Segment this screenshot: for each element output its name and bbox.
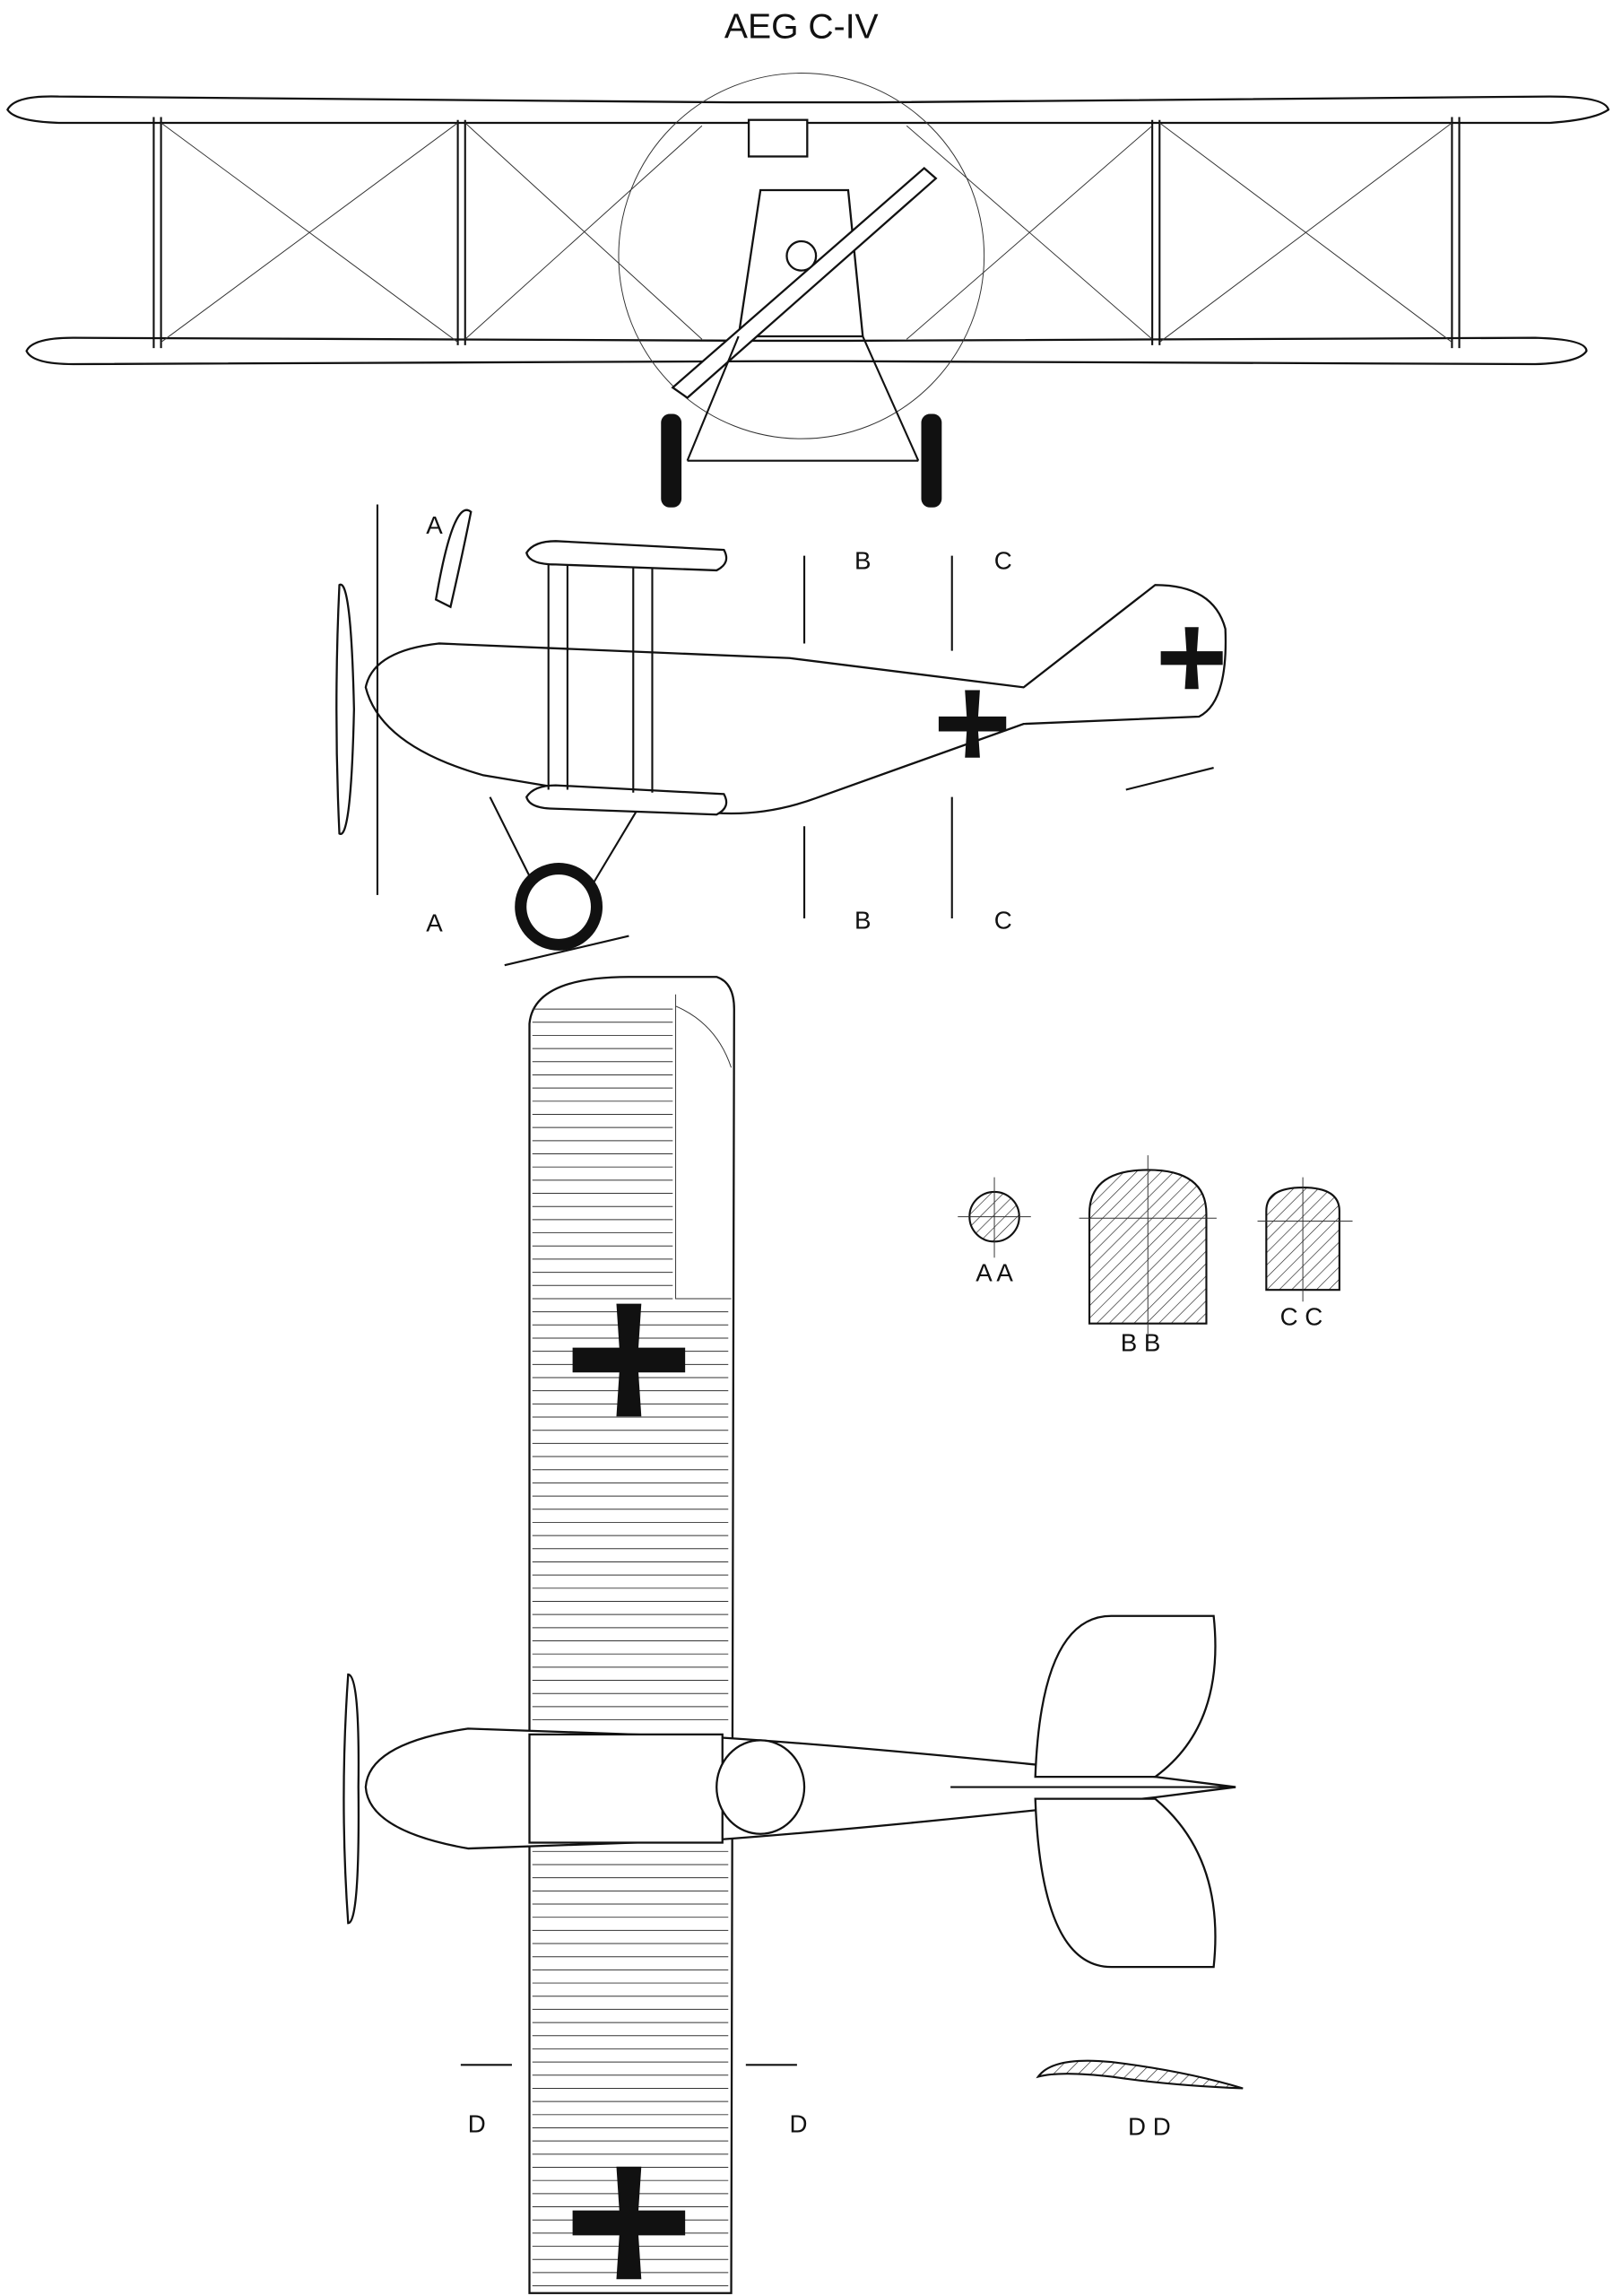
propeller-blade [434, 509, 473, 609]
section-bb-label: B B [1121, 1329, 1161, 1357]
upper-wing-side [525, 540, 728, 572]
side-view: A A B B C C [335, 504, 1227, 967]
drawing-title: AEG C-IV [724, 7, 879, 46]
section-dd-label: D D [1128, 2113, 1171, 2141]
upper-wing-front [6, 95, 1610, 125]
section-label-b-bottom: B [854, 906, 871, 934]
front-view [6, 73, 1610, 508]
lower-wing-side [525, 784, 728, 816]
section-label-a-top: A [426, 511, 443, 539]
tailplane-right [1034, 1797, 1217, 1969]
wheel-right [921, 413, 942, 508]
wheel-left [661, 413, 682, 508]
propeller-side [335, 583, 355, 835]
cross-sections: A A B B C C D D [958, 1155, 1353, 2141]
top-view: D D [343, 976, 1236, 2294]
propeller-disc [618, 73, 985, 439]
upper-wing-top [528, 976, 735, 2294]
section-label-a-bottom: A [426, 909, 443, 937]
section-label-b-top: B [854, 546, 871, 574]
tailplane-left [1034, 1614, 1217, 1779]
section-dd-airfoil [1036, 2059, 1244, 2090]
fuselage-side [364, 584, 1227, 815]
section-aa-label: A A [976, 1258, 1013, 1286]
cockpit [715, 1739, 806, 1835]
section-cc-label: C C [1280, 1302, 1323, 1330]
propeller-front [671, 167, 938, 399]
radiator [747, 118, 809, 158]
section-label-c-top: C [994, 546, 1012, 574]
section-label-d-right: D [790, 2109, 808, 2137]
lower-wing-front [25, 336, 1588, 366]
section-label-c-bottom: C [994, 906, 1012, 934]
propeller-top [343, 1673, 360, 1925]
section-label-d-left: D [468, 2109, 486, 2137]
